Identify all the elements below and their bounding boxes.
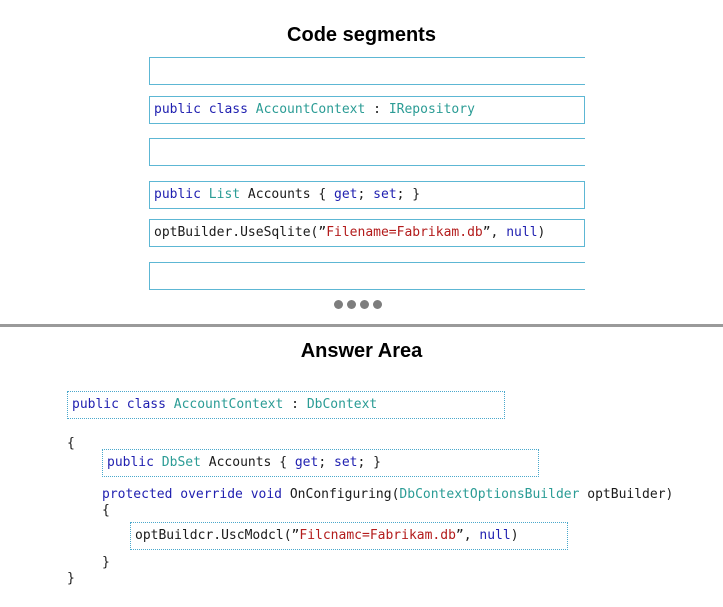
pagination-dot[interactable]: [360, 300, 369, 309]
pagination-dot[interactable]: [373, 300, 382, 309]
code-segment-class-irepository[interactable]: public class AccountContext : IRepositor…: [149, 96, 585, 124]
close-brace: }: [67, 571, 75, 586]
answer-drop-target-property[interactable]: public DbSet Accounts { get; set; }: [102, 449, 539, 477]
code-segment-list-accounts[interactable]: public List Accounts { get; set; }: [149, 181, 585, 209]
section-divider: [0, 324, 723, 327]
code-segment-text: public class AccountContext : IRepositor…: [154, 102, 475, 117]
open-brace: {: [67, 436, 75, 451]
answer-area-title: Answer Area: [300, 340, 423, 362]
answer-line-class: public class AccountContext : DbContext: [72, 397, 378, 412]
code-segment-empty-1[interactable]: [149, 57, 585, 85]
code-segment-empty-3[interactable]: [149, 262, 585, 290]
answer-line-onconfiguring: protected override void OnConfiguring(Db…: [102, 487, 674, 502]
pagination-dots[interactable]: [334, 300, 382, 309]
pagination-dot[interactable]: [334, 300, 343, 309]
code-segment-text: public List Accounts { get; set; }: [154, 187, 421, 202]
answer-line-property: public DbSet Accounts { get; set; }: [107, 455, 381, 470]
inner-close-brace: }: [102, 555, 110, 570]
answer-drop-target-usemodel[interactable]: optBuildcr.UscModcl(”Filcnamc=Fabrikam.d…: [130, 522, 568, 550]
code-segment-text: optBuilder.UseSqlite(”Filename=Fabrikam.…: [154, 225, 546, 240]
pagination-dot[interactable]: [347, 300, 356, 309]
code-segment-usesqlite[interactable]: optBuilder.UseSqlite(”Filename=Fabrikam.…: [149, 219, 585, 247]
code-segments-title: Code segments: [287, 24, 436, 46]
code-segment-empty-2[interactable]: [149, 138, 585, 166]
answer-line-usemodel: optBuildcr.UscModcl(”Filcnamc=Fabrikam.d…: [135, 528, 519, 543]
answer-drop-target-class[interactable]: public class AccountContext : DbContext: [67, 391, 505, 419]
inner-open-brace: {: [102, 503, 110, 518]
